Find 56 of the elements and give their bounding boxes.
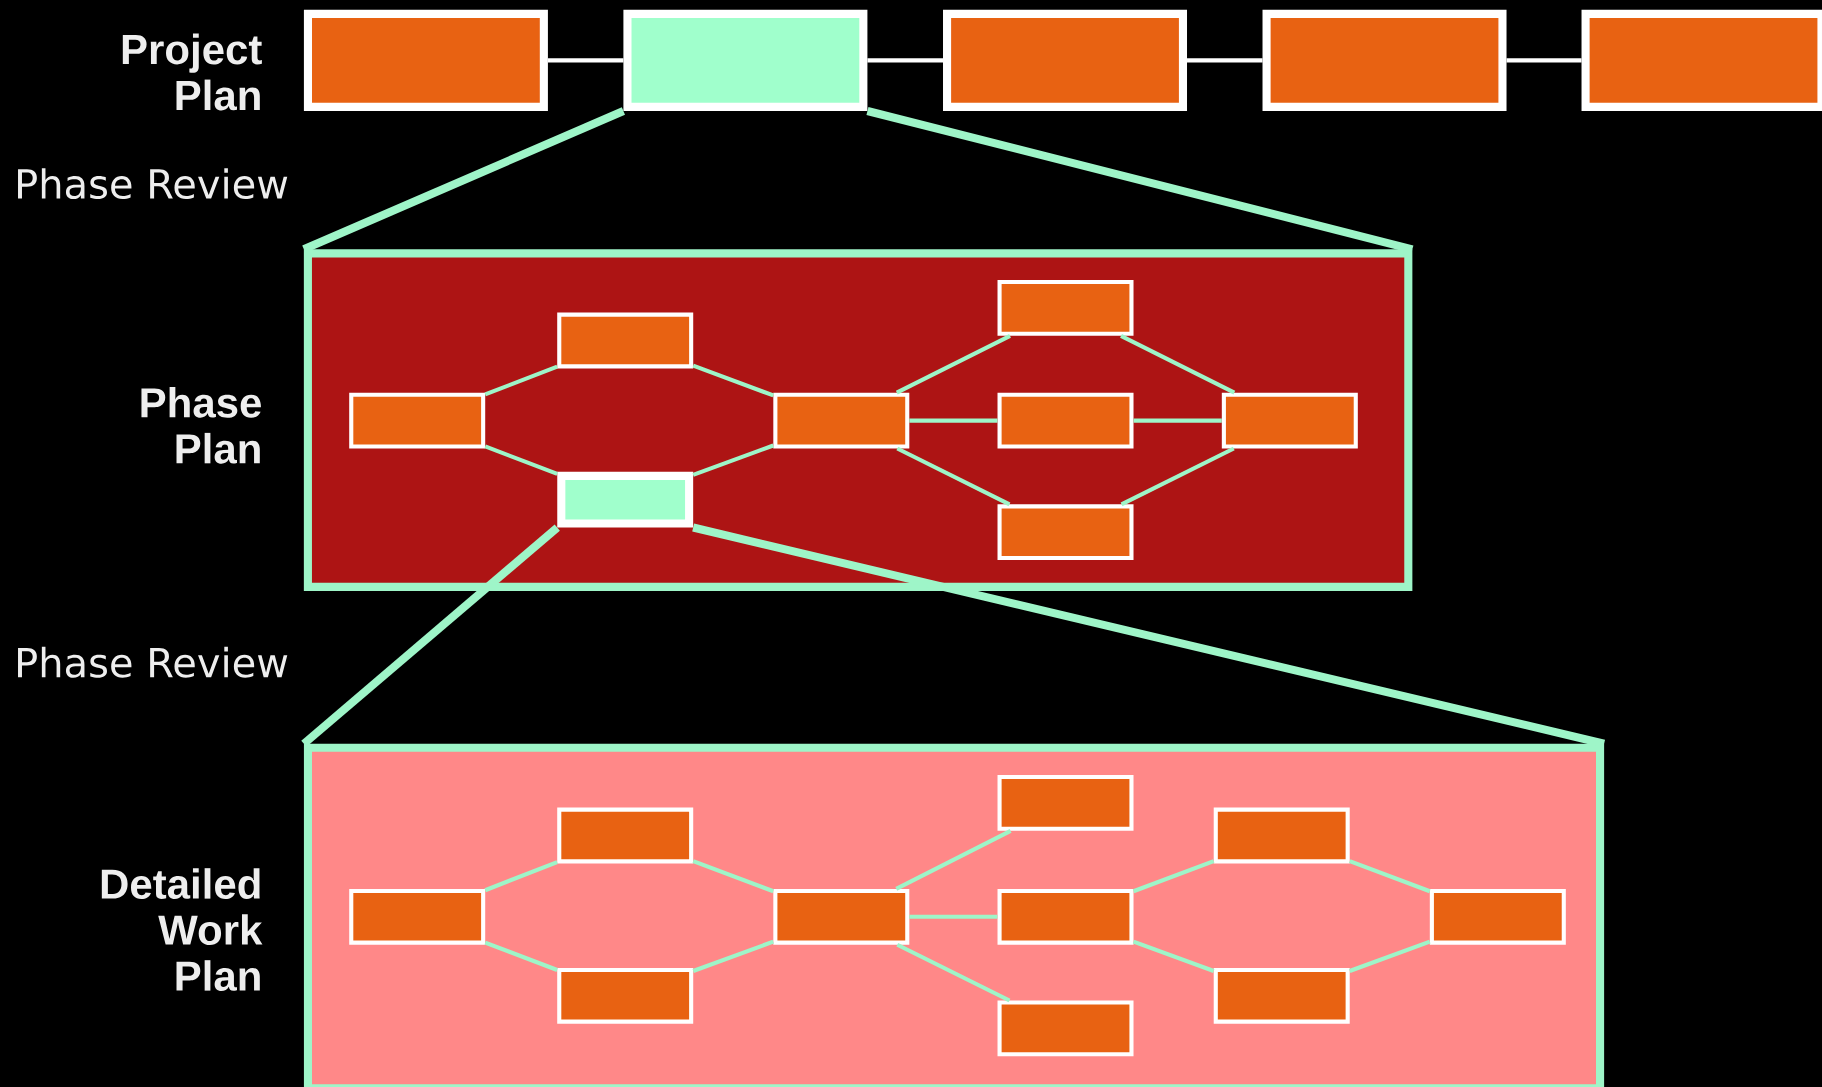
connector-line [896, 942, 1011, 1003]
connector-line [1506, 58, 1582, 63]
plan-label: Project Plan [122, 33, 262, 111]
task-box [997, 392, 1134, 449]
connector-line [484, 364, 558, 397]
connector-line [895, 829, 1012, 891]
connector-line [484, 860, 558, 893]
plan-label: Phase Plan [141, 386, 261, 464]
connector-line [896, 446, 1011, 507]
task-box [557, 312, 694, 369]
task-box [997, 888, 1134, 945]
plan-box [1262, 9, 1507, 111]
zoom-line [302, 107, 626, 253]
task-box [1429, 888, 1566, 945]
connector-line [692, 859, 775, 894]
task-box [1213, 807, 1350, 864]
plan-label: Detailed Work Plan [101, 868, 263, 992]
connector-line [1133, 418, 1222, 423]
task-box [773, 888, 910, 945]
task-box [349, 888, 486, 945]
connector-line [692, 443, 774, 477]
connector-line [692, 363, 775, 398]
task-box [1213, 967, 1350, 1024]
task-box [997, 1000, 1134, 1057]
connector-line [1132, 859, 1215, 894]
connector-line [1132, 939, 1215, 973]
review-label: Phase Review [18, 168, 288, 200]
connector-line [1120, 333, 1236, 395]
review-label: Phase Review [18, 646, 288, 678]
zoom-line [301, 524, 560, 747]
plan-box [623, 9, 868, 111]
task-box [997, 280, 1134, 336]
connector-line [1187, 58, 1263, 63]
task-box [1221, 392, 1358, 449]
connector-line [867, 58, 943, 63]
connector-line [1120, 446, 1235, 507]
task-box [557, 967, 694, 1024]
connector-line [484, 444, 558, 476]
connector-line [895, 333, 1011, 395]
task-box [349, 392, 486, 449]
task-box [557, 807, 694, 864]
task-box [557, 471, 694, 528]
connector-line [909, 914, 998, 919]
plan-box [303, 9, 548, 111]
plan-box [943, 9, 1187, 111]
zoom-line [866, 107, 1414, 254]
connector-line [484, 940, 558, 972]
task-box [997, 504, 1134, 561]
task-box [773, 392, 910, 449]
connector-line [692, 939, 774, 973]
connector-line [547, 58, 624, 63]
connector-line [1349, 859, 1431, 894]
connector-line [909, 418, 998, 423]
connector-line [1349, 939, 1431, 973]
plan-box [1581, 9, 1822, 111]
task-box [997, 775, 1134, 831]
